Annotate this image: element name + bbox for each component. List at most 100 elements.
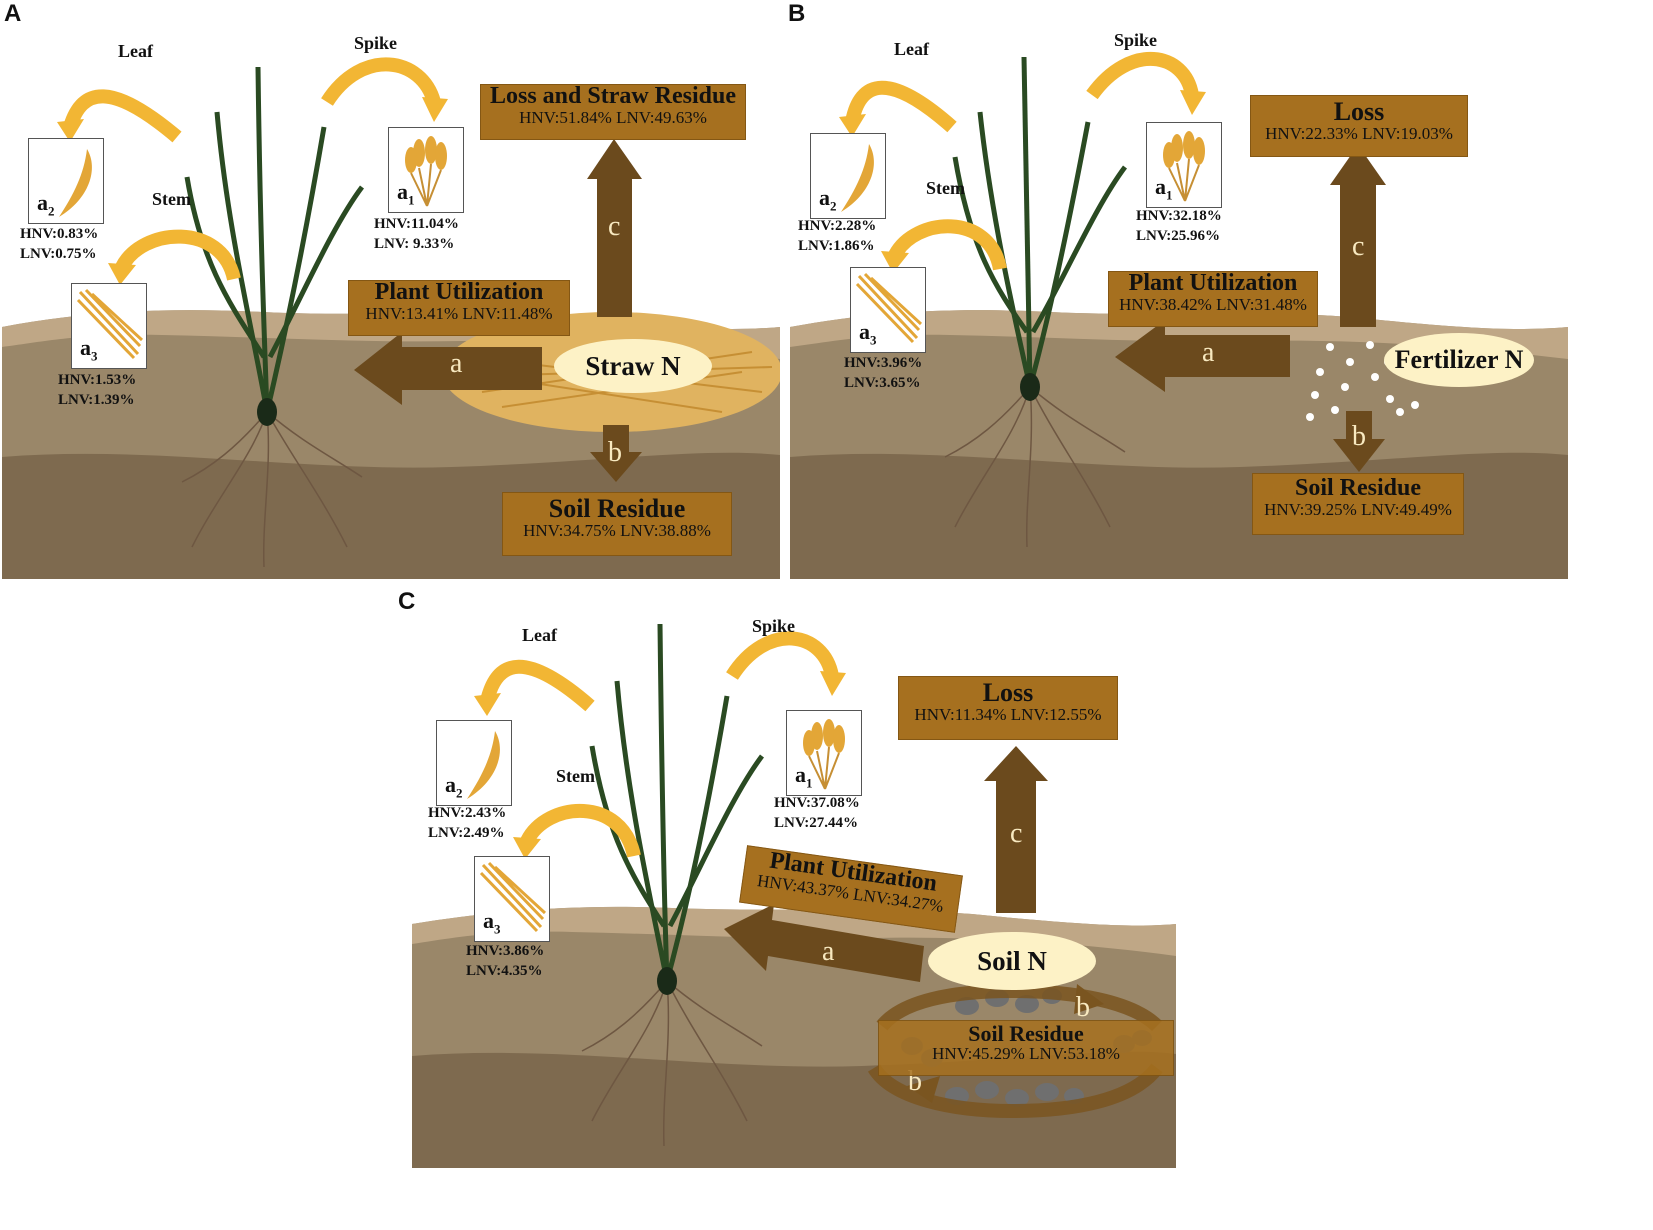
- arrow-a: [1115, 320, 1290, 392]
- arrow-b: [603, 425, 629, 455]
- plant-utilization-values: HNV:38.42% LNV:31.48%: [1119, 295, 1307, 315]
- soil-residue-values: HNV:39.25% LNV:49.49%: [1264, 500, 1452, 520]
- plant-roots: [944, 386, 1126, 548]
- arrow-b-label: b: [608, 437, 622, 468]
- stem-flow-arrow: [520, 804, 641, 858]
- spike-card: a1: [388, 127, 464, 213]
- spike-label: Spike: [354, 33, 398, 53]
- loss-box: Loss HNV:11.34% LNV:12.55%: [898, 676, 1118, 740]
- stem-label: Stem: [556, 766, 595, 786]
- source-ellipse: Fertilizer N: [1384, 333, 1534, 387]
- stem-flow-arrow: [115, 229, 241, 281]
- leaf-card: a2: [28, 138, 104, 224]
- arrow-a-label: a: [822, 936, 835, 967]
- soil-residue-title: Soil Residue: [968, 1021, 1084, 1046]
- plant-utilization-box: Plant Utilization HNV:13.41% LNV:11.48%: [348, 279, 570, 336]
- stem-card: a3: [474, 856, 550, 942]
- cycle-arrow-top: [876, 983, 1162, 1032]
- plant-utilization-values: HNV:13.41% LNV:11.48%: [365, 304, 553, 324]
- wheat-plant: [589, 623, 765, 982]
- source-ellipse: Soil N: [928, 932, 1096, 990]
- arrow-a-label: a: [450, 348, 463, 379]
- plant-utilization-title: Plant Utilization: [374, 279, 544, 305]
- stem-percentages: HNV:3.96%LNV:3.65%: [844, 355, 923, 391]
- spike-percentages: HNV:32.18%LNV:25.96%: [1136, 208, 1222, 244]
- leaf-icon: [467, 731, 500, 799]
- spike-label: Spike: [752, 616, 796, 636]
- stem-percentages: HNV:1.53%LNV:1.39%: [58, 372, 137, 408]
- arrow-b: [1346, 411, 1372, 441]
- soil-residue-box: Soil Residue HNV:39.25% LNV:49.49%: [1252, 473, 1464, 535]
- spike-flow-arrow: [1086, 51, 1199, 100]
- stem-label: Stem: [926, 178, 965, 198]
- arrow-c: [996, 778, 1036, 913]
- panel-c-letter: C: [398, 588, 416, 615]
- panel-a-letter: A: [4, 0, 22, 27]
- leaf-label: Leaf: [118, 41, 153, 61]
- panel-a: a c b Straw N Loss and Straw Residue HNV…: [2, 27, 780, 579]
- stem-percentages: HNV:3.86%LNV:4.35%: [466, 943, 545, 979]
- loss-values: HNV:11.34% LNV:12.55%: [914, 705, 1102, 725]
- leaf-flow-arrow: [845, 80, 957, 133]
- loss-values: HNV:22.33% LNV:19.03%: [1265, 124, 1453, 144]
- arrow-b-label-top: b: [1076, 992, 1090, 1023]
- wheat-plant: [184, 66, 365, 413]
- arrow-c: [597, 177, 632, 317]
- loss-values: HNV:51.84% LNV:49.63%: [519, 108, 707, 128]
- spike-percentages: HNV:37.08%LNV:27.44%: [774, 795, 860, 831]
- plant-roots: [181, 411, 363, 568]
- stem-card: a3: [71, 283, 147, 369]
- spike-card: a1: [786, 710, 862, 796]
- panel-c: a c b b Soil N Loss HNV:11.34% LNV:12.55…: [412, 606, 1176, 1168]
- spike-flow-arrow: [321, 57, 441, 106]
- leaf-icon: [59, 149, 92, 217]
- leaf-percentages: HNV:0.83%LNV:0.75%: [20, 226, 99, 262]
- arrow-c: [1340, 182, 1376, 327]
- spike-label: Spike: [1114, 30, 1158, 50]
- stem-flow-arrow: [888, 219, 1007, 271]
- source-ellipse: Straw N: [554, 339, 712, 393]
- leaf-percentages: HNV:2.28%LNV:1.86%: [798, 218, 877, 254]
- leaf-icon: [841, 144, 874, 212]
- arrow-c-label: c: [1010, 818, 1023, 849]
- wheat-bundle-icon: [803, 719, 845, 790]
- arrow-c-label: c: [1352, 231, 1365, 262]
- leaf-card: a2: [436, 720, 512, 806]
- leaf-flow-arrow: [480, 659, 595, 712]
- arrow-a-label: a: [1202, 337, 1215, 368]
- loss-title: Loss: [1333, 97, 1385, 126]
- wheat-bundle-icon: [1163, 131, 1205, 202]
- spike-percentages: HNV:11.04%LNV: 9.33%: [374, 216, 459, 252]
- arrow-a: [724, 904, 924, 982]
- arrow-a: [354, 332, 542, 405]
- leaf-percentages: HNV:2.43%LNV:2.49%: [428, 805, 507, 841]
- loss-title: Loss and Straw Residue: [489, 83, 737, 109]
- soil-residue-values: HNV:34.75% LNV:38.88%: [523, 521, 711, 541]
- loss-box: Loss HNV:22.33% LNV:19.03%: [1250, 95, 1468, 157]
- panel-b-letter: B: [788, 0, 806, 27]
- stem-card: a3: [850, 267, 926, 353]
- soil-residue-title: Soil Residue: [548, 494, 686, 523]
- spike-card: a1: [1146, 122, 1222, 208]
- soil-residue-box: Soil Residue HNV:45.29% LNV:53.18%: [878, 1020, 1174, 1076]
- plant-roots: [581, 980, 763, 1147]
- leaf-label: Leaf: [522, 625, 557, 645]
- wheat-bundle-icon: [405, 136, 447, 207]
- cycle-arrow-bottom: [868, 1063, 1163, 1119]
- loss-box: Loss and Straw Residue HNV:51.84% LNV:49…: [480, 83, 746, 140]
- leaf-flow-arrow: [63, 89, 182, 143]
- leaf-card: a2: [810, 133, 886, 219]
- straw-stem-icon: [76, 288, 144, 360]
- loss-title: Loss: [982, 678, 1034, 707]
- stem-label: Stem: [152, 189, 191, 209]
- panel-b: a c b Fertilizer N Loss HNV:22.33% LNV:1…: [790, 27, 1568, 579]
- arrow-c-label: c: [608, 211, 621, 242]
- straw-stem-icon: [855, 272, 923, 344]
- arrow-b-label: b: [1352, 421, 1366, 452]
- plant-utilization-title: Plant Utilization: [1128, 270, 1298, 296]
- soil-residue-values: HNV:45.29% LNV:53.18%: [932, 1044, 1120, 1064]
- soil-residue-title: Soil Residue: [1294, 475, 1422, 501]
- soil-residue-box: Soil Residue HNV:34.75% LNV:38.88%: [502, 492, 732, 556]
- straw-stem-icon: [479, 861, 547, 933]
- leaf-label: Leaf: [894, 39, 929, 59]
